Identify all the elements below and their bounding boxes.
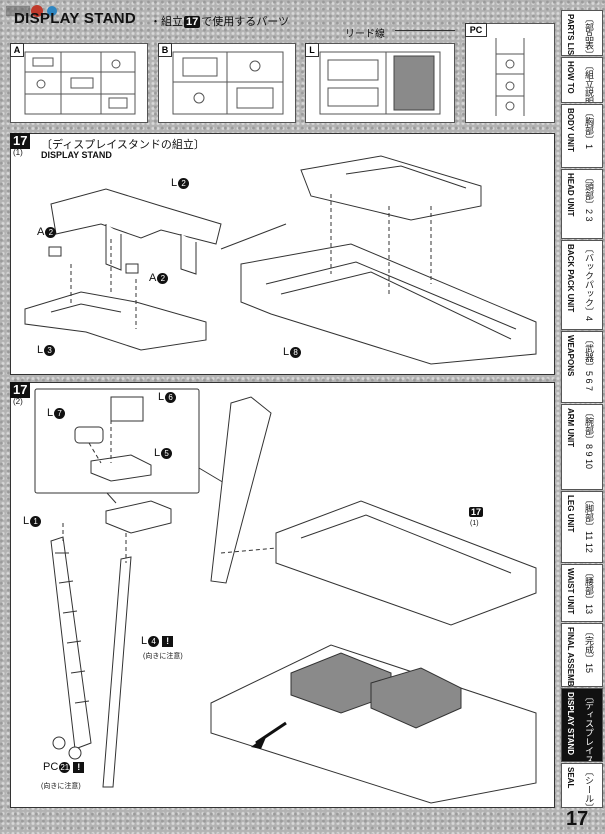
step-title-en: DISPLAY STAND	[41, 150, 112, 160]
runner-a: A	[10, 43, 148, 123]
tab-parts-list[interactable]: 〔部品表〕PARTS LIST	[561, 10, 603, 56]
runner-l-drawing	[319, 51, 441, 115]
page-title: DISPLAY STAND	[14, 10, 136, 27]
page-number: 17	[566, 808, 589, 830]
caution-note-pc21: (向きに注意)	[41, 783, 81, 790]
ref-step-badge: 17	[469, 507, 484, 517]
assembly-drawing-step-2	[34, 388, 537, 804]
runner-pc-label: PC	[465, 23, 487, 37]
runner-b-label: B	[158, 43, 172, 57]
runner-b: B	[158, 43, 296, 123]
assembly-drawing-step-1	[24, 155, 537, 365]
step-17-2-panel: 17 (2)	[10, 382, 555, 808]
step-sub-number: (1)	[13, 148, 23, 157]
step-sub-number: (2)	[13, 397, 23, 406]
step-number: 17	[10, 133, 31, 149]
runner-l: L	[305, 43, 455, 123]
runner-a-label: A	[10, 43, 24, 57]
caution-icon: !	[73, 761, 85, 773]
caution-icon: !	[162, 635, 174, 647]
lead-wire-line	[395, 30, 455, 31]
runner-pc-drawing	[495, 38, 525, 116]
runner-b-drawing	[172, 51, 284, 115]
tab-seal[interactable]: 〔シール〕SEAL	[561, 763, 603, 808]
runner-l-label: L	[305, 43, 319, 57]
lead-wire-label: リード線	[345, 29, 385, 40]
step-title-jp: 〔ディスプレイスタンドの組立〕	[41, 139, 205, 151]
runner-a-drawing	[24, 51, 136, 115]
runner-pc: PC	[465, 23, 555, 123]
step-number: 17	[10, 382, 31, 398]
site-logo	[6, 5, 57, 17]
ref-step-sub: (1)	[470, 520, 479, 527]
caution-note-l4: (向きに注意)	[143, 653, 183, 660]
step-17-1-panel: 17 (1) 〔ディスプレイスタンドの組立〕 DISPLAY STAND	[10, 133, 555, 375]
tab-how-to[interactable]: 〔組立説明〕HOW TO	[561, 57, 603, 103]
